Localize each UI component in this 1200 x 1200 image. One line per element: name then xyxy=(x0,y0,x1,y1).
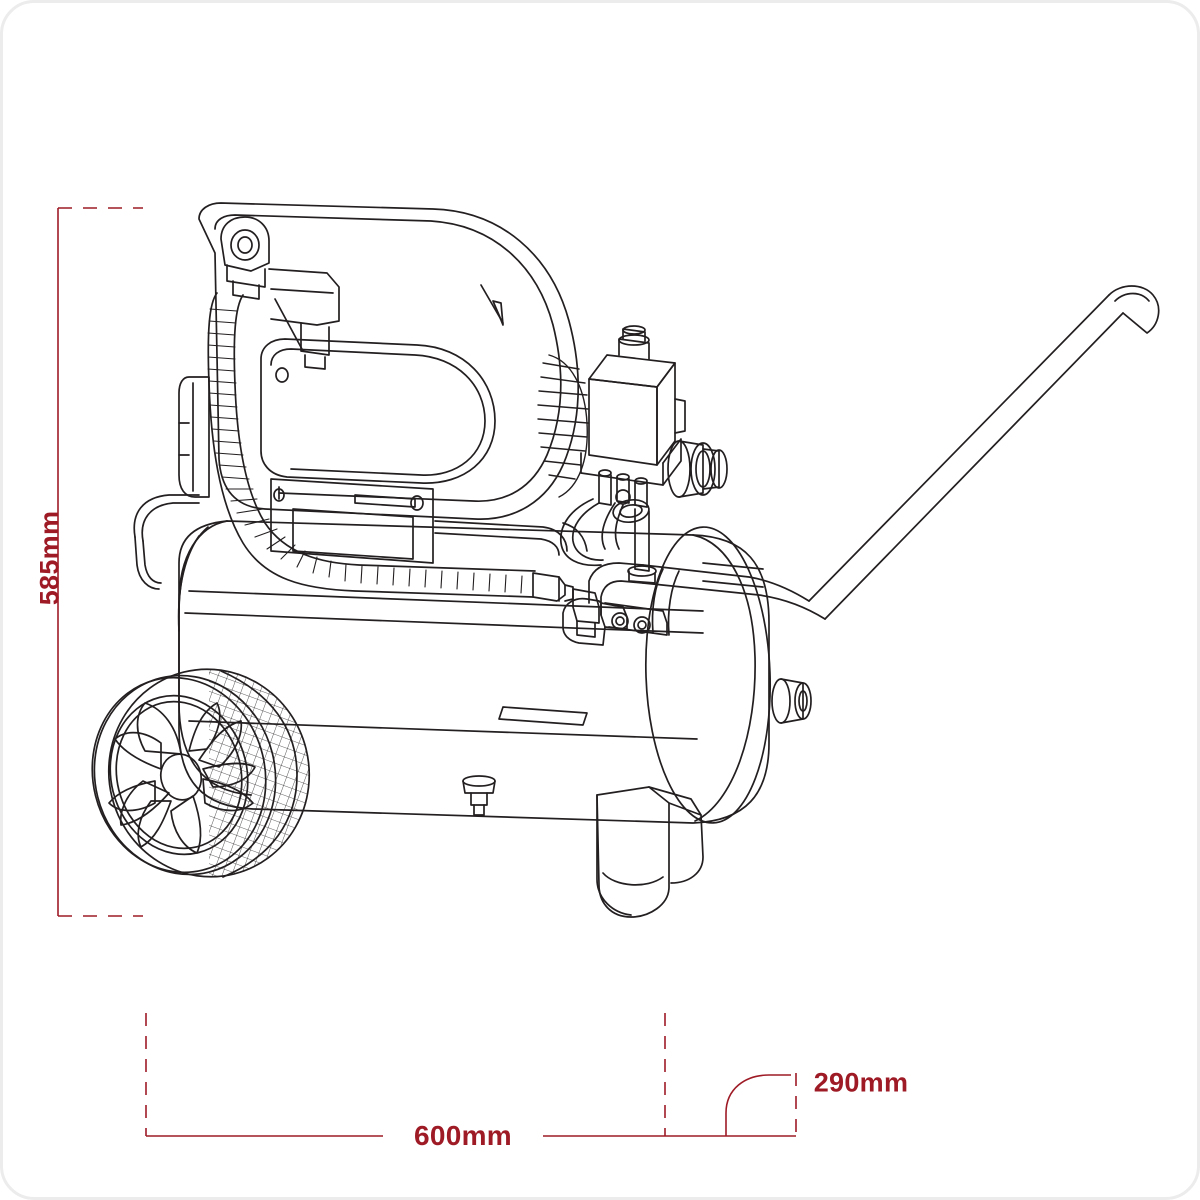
motor-tank-connection xyxy=(434,520,588,556)
motor-shroud xyxy=(198,202,580,520)
air-filter-housing xyxy=(178,376,210,498)
dimension-annotations xyxy=(57,207,797,1137)
side-handle-bracket xyxy=(133,494,200,590)
pressure-gauges xyxy=(667,440,728,498)
valve-cluster xyxy=(560,469,657,584)
cooling-fins xyxy=(537,354,589,498)
compressor-line-drawing xyxy=(57,202,1160,1137)
tubular-push-handle xyxy=(562,285,1160,646)
corrugated-discharge-hose xyxy=(207,292,600,638)
height-dimension xyxy=(57,207,143,917)
width-dimension-label: 600mm xyxy=(413,1120,513,1151)
tank-drain-valve xyxy=(462,775,496,816)
pressure-switch-box xyxy=(580,325,686,486)
depth-dimension-label: 290mm xyxy=(813,1067,909,1098)
air-outlet-fitting xyxy=(771,678,812,724)
depth-dimension xyxy=(725,1073,797,1136)
height-dimension-label: 585mm xyxy=(34,510,65,606)
transport-wheel xyxy=(91,668,311,878)
rubber-support-foot xyxy=(596,786,704,918)
width-dimension xyxy=(145,1013,796,1137)
